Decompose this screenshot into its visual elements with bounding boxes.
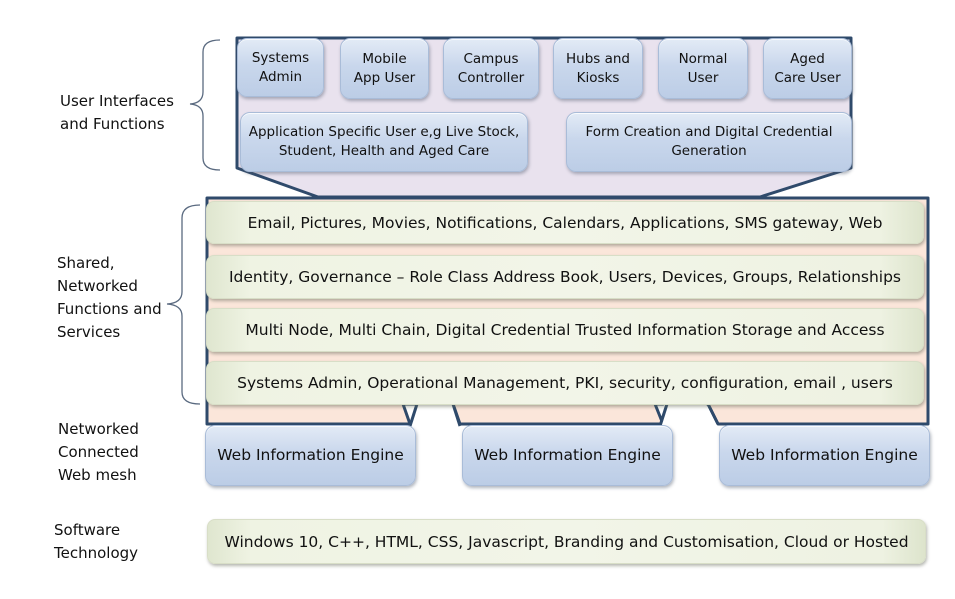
ui-box-normal-user: Normal User [658, 38, 748, 99]
layer-label-user-interfaces: User Interfaces and Functions [60, 90, 174, 136]
web-information-engine-1: Web Information Engine [205, 425, 416, 486]
label-line: Services [57, 323, 121, 341]
label-line: and Functions [60, 115, 165, 133]
ui-box-systems-admin: Systems Admin [237, 38, 324, 97]
service-row-systems-admin: Systems Admin, Operational Management, P… [206, 361, 924, 405]
bracket-shared-services [166, 204, 201, 405]
layer-label-shared-services: Shared, Networked Functions and Services [57, 252, 162, 344]
ui-box-aged-care-user: Aged Care User [763, 38, 852, 99]
bracket-user-interfaces [189, 39, 221, 171]
label-line: Networked [58, 420, 139, 438]
label-line: Technology [54, 544, 139, 562]
ui-box-hubs-and-kiosks: Hubs and Kiosks [553, 38, 643, 99]
label-line: Networked [57, 277, 138, 295]
ui-box-mobile-app-user: Mobile App User [340, 38, 429, 99]
software-technology-box: Windows 10, C++, HTML, CSS, Javascript, … [207, 519, 926, 564]
label-line: Software [54, 521, 121, 539]
label-line: User Interfaces [60, 92, 174, 110]
layer-label-software-technology: Software Technology [54, 519, 138, 565]
service-row-email-pictures: Email, Pictures, Movies, Notifications, … [206, 201, 924, 244]
ui-box-campus-controller: Campus Controller [443, 38, 539, 99]
ui-box-application-specific-user: Application Specific User e,g Live Stock… [240, 112, 528, 172]
label-line: Web mesh [58, 466, 137, 484]
label-line: Connected [58, 443, 139, 461]
service-row-multi-node: Multi Node, Multi Chain, Digital Credent… [206, 308, 924, 352]
layer-label-web-mesh: Networked Connected Web mesh [58, 418, 139, 487]
ui-box-form-creation: Form Creation and Digital Credential Gen… [566, 112, 852, 172]
web-information-engine-2: Web Information Engine [462, 425, 673, 486]
service-row-identity-governance: Identity, Governance – Role Class Addres… [206, 255, 924, 299]
web-information-engine-3: Web Information Engine [719, 425, 930, 486]
label-line: Shared, [57, 254, 115, 272]
label-line: Functions and [57, 300, 162, 318]
